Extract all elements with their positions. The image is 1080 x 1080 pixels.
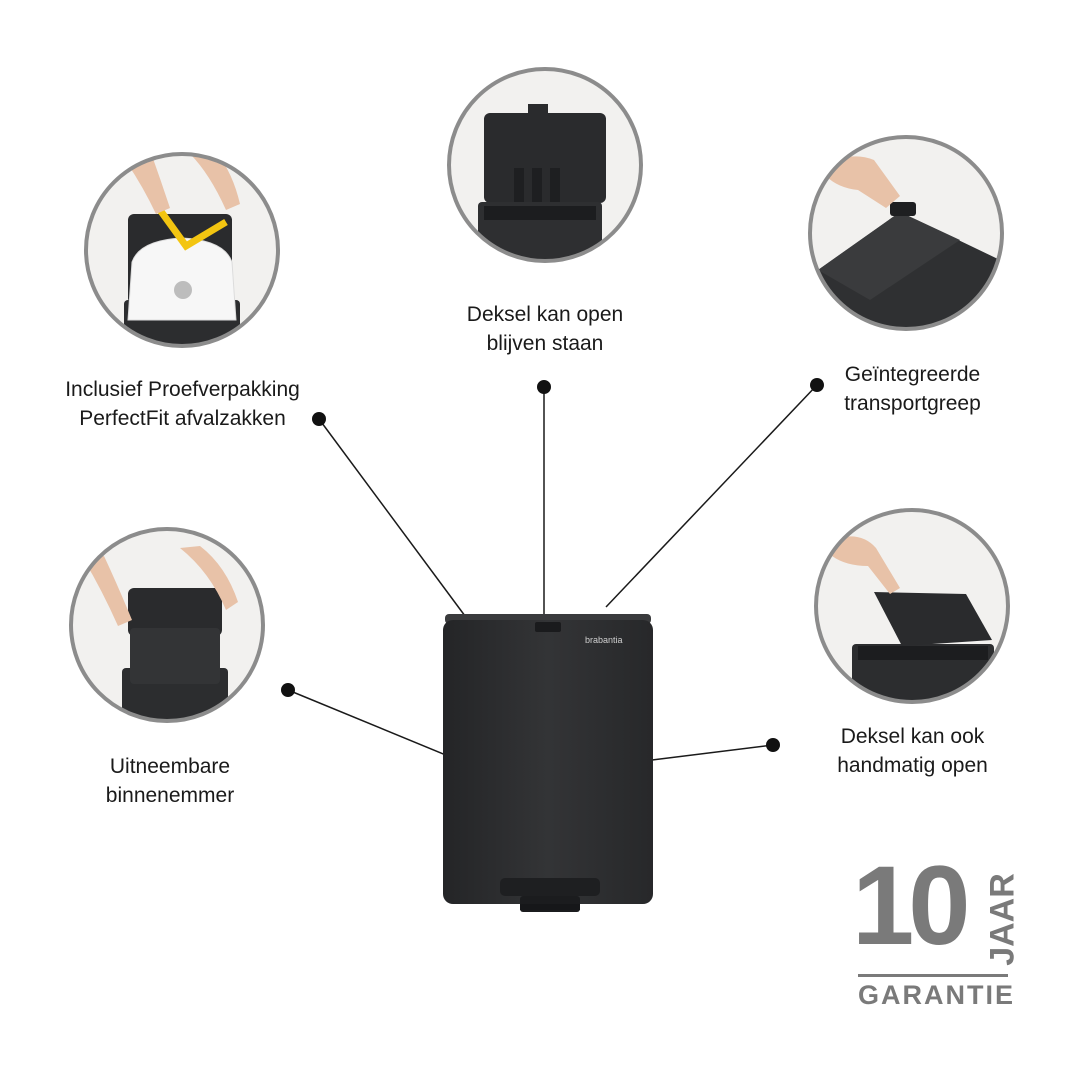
bin-brand-label: brabantia — [585, 635, 623, 645]
connector-lines — [287, 384, 818, 766]
detail-circle-bags — [84, 152, 280, 348]
warranty-divider — [858, 974, 1008, 977]
detail-circle-manual-open — [814, 508, 1010, 704]
detail-circle-handle — [808, 135, 1004, 331]
warranty-badge: 10 JAAR GARANTIE — [852, 850, 1022, 1022]
caption-manual-open: Deksel kan ook handmatig open — [837, 725, 988, 777]
caption-lid-open: Deksel kan open blijven staan — [466, 303, 624, 355]
detail-circle-inner-bucket — [69, 527, 265, 723]
main-bin — [443, 614, 653, 912]
caption-handle: Geïntegreerde transportgreep — [844, 363, 981, 415]
warranty-label: GARANTIE — [858, 980, 1015, 1010]
connector-dots — [281, 378, 824, 752]
detail-circle-lid-open — [447, 67, 643, 263]
caption-bags: Inclusief Proefverpakking PerfectFit afv… — [65, 378, 300, 430]
warranty-unit: JAAR — [983, 873, 1022, 966]
caption-inner-bucket: Uitneembare binnenemmer — [105, 755, 235, 807]
warranty-number: 10 — [852, 843, 971, 968]
